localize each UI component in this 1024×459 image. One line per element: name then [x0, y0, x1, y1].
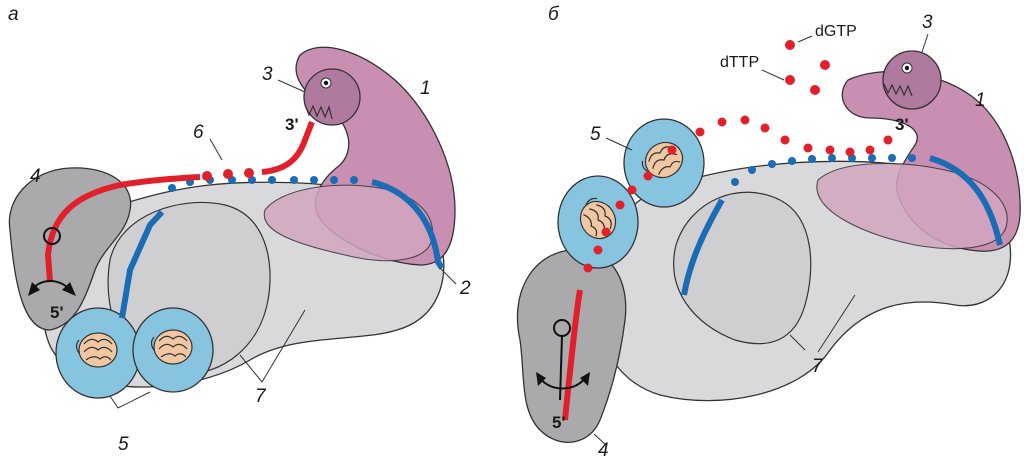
label-5: 5 — [590, 124, 601, 145]
label-6: 6 — [193, 122, 204, 143]
subunit-5-right — [133, 308, 213, 392]
label-1: 1 — [975, 90, 986, 111]
molecule-dgtp: dGTP — [815, 23, 857, 40]
panel-letter-b: б — [548, 4, 560, 25]
leader-3 — [922, 34, 928, 52]
label-1: 1 — [420, 78, 431, 99]
end-3-prime: 3' — [285, 115, 299, 134]
label-7: 7 — [255, 386, 267, 407]
label-7: 7 — [812, 356, 824, 377]
label-3: 3 — [922, 12, 933, 33]
panel-a: а — [8, 4, 471, 455]
label-4: 4 — [30, 166, 41, 187]
incoming-nucleotides — [202, 168, 254, 181]
panel-letter-a: а — [8, 4, 19, 25]
panel-b: б — [517, 4, 1020, 459]
pointer-6 — [210, 139, 222, 160]
subunit-5-left — [56, 308, 140, 398]
polymerase-head-3 — [304, 69, 360, 125]
free-nucleotides — [785, 40, 830, 95]
polymerase-head-3 — [883, 51, 941, 109]
molecule-dttp: dTTP — [720, 54, 759, 71]
label-3: 3 — [262, 64, 273, 85]
end-5-prime: 5' — [552, 413, 566, 432]
label-5: 5 — [118, 434, 129, 455]
end-5-prime: 5' — [50, 303, 64, 322]
label-2: 2 — [459, 278, 471, 299]
label-4: 4 — [598, 440, 609, 459]
subunit-5-upper — [624, 119, 704, 207]
leader-dgtp — [798, 36, 812, 42]
leader-dttp — [762, 70, 784, 80]
end-3-prime: 3' — [895, 115, 909, 134]
